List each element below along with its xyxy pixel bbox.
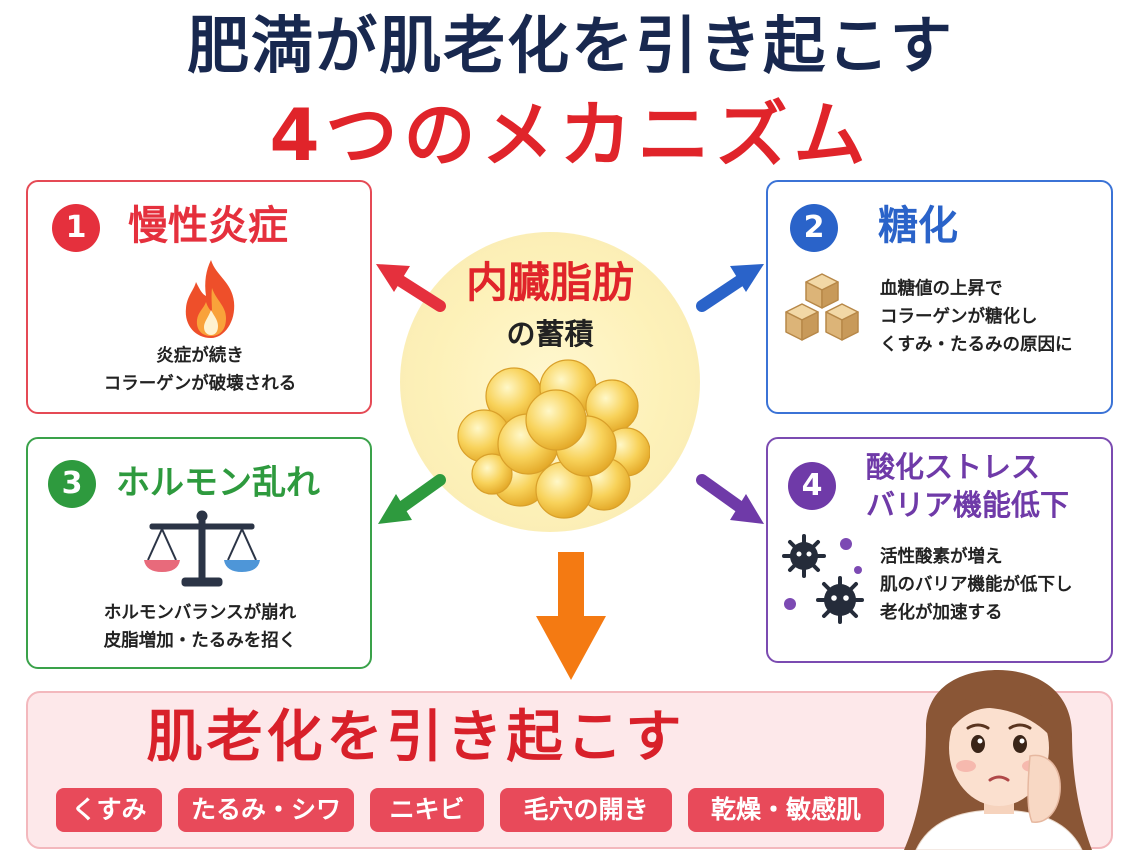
bottom-title: 肌老化を引き起こす xyxy=(146,705,686,770)
arrow-down xyxy=(536,552,606,680)
card-1-line-1: 炎症が続き xyxy=(156,346,244,366)
center-title: 内臓脂肪 xyxy=(465,258,634,307)
sugar-cubes-icon xyxy=(785,273,859,341)
card-4-heading-line-1: 酸化ストレス xyxy=(866,450,1041,484)
main-title: 肥満が肌老化を引き起こす xyxy=(187,9,954,82)
arrow-to-card-1 xyxy=(376,264,446,312)
tag-open-pores: 毛穴の開き xyxy=(500,788,672,832)
card-2-line-3: くすみ・たるみの原因に xyxy=(880,335,1073,355)
center-subtitle: の蓄積 xyxy=(506,317,594,351)
card-1-line-2: コラーゲンが破壊される xyxy=(103,374,297,394)
arrow-to-card-4 xyxy=(696,474,764,524)
worried-woman-illustration xyxy=(904,670,1092,850)
card-2-line-1: 血糖値の上昇で xyxy=(880,279,1003,299)
card-3-line-2: 皮脂増加・たるみを招く xyxy=(103,631,297,651)
card-4-line-1: 活性酸素が増え xyxy=(880,547,1003,567)
tag-acne: ニキビ xyxy=(370,788,484,832)
card-3-line-1: ホルモンバランスが崩れ xyxy=(103,603,297,623)
main-subtitle: 4つのメカニズム xyxy=(269,93,872,177)
flame-icon xyxy=(185,260,235,338)
tag-dullness: くすみ xyxy=(56,788,162,832)
arrow-to-card-2 xyxy=(696,264,764,312)
card-1-heading: 慢性炎症 xyxy=(128,203,288,249)
card-2-line-2: コラーゲンが糖化し xyxy=(880,307,1038,327)
card-3-number: 3 xyxy=(48,460,96,508)
card-4-line-2: 肌のバリア機能が低下し xyxy=(880,575,1073,595)
card-4-line-3: 老化が加速する xyxy=(880,603,1003,623)
card-3-heading: ホルモン乱れ xyxy=(116,463,320,503)
free-radical-icon xyxy=(782,534,864,624)
card-1-number: 1 xyxy=(52,204,100,252)
tag-dry-sensitive-skin: 乾燥・敏感肌 xyxy=(688,788,884,832)
tag-sagging-wrinkles: たるみ・シワ xyxy=(178,788,354,832)
arrow-to-card-3 xyxy=(378,474,446,524)
fat-cells-icon xyxy=(457,359,650,519)
card-2-number: 2 xyxy=(790,204,838,252)
card-2-heading: 糖化 xyxy=(878,203,958,249)
balance-scale-icon xyxy=(144,510,260,587)
card-4-number: 4 xyxy=(788,462,836,510)
card-4-heading-line-2: バリア機能低下 xyxy=(866,488,1070,522)
